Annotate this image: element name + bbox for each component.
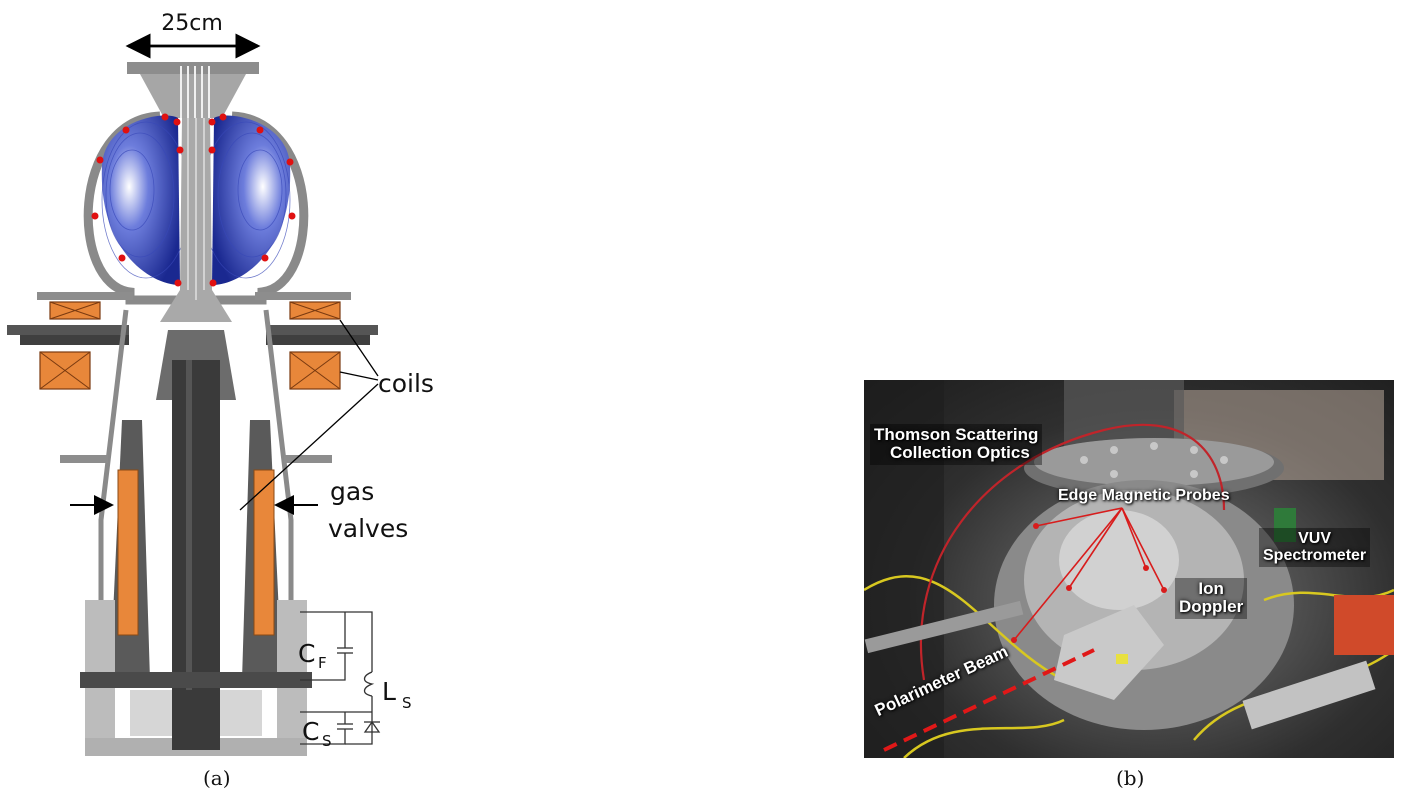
cf-subscript: F <box>318 654 327 672</box>
bottom-frame-right <box>277 600 307 740</box>
label-vuv-line-1: VUV <box>1298 530 1332 547</box>
winding-right <box>253 469 275 636</box>
coil-pointer-3 <box>239 383 379 511</box>
experiment-photo: Thomson Scattering Collection Optics Edg… <box>864 380 1394 758</box>
ls-subscript: S <box>402 694 412 712</box>
cf-label: C <box>298 639 315 668</box>
caption-a: (a) <box>203 766 231 790</box>
plate-right-3 <box>266 335 370 345</box>
label-ion-doppler: Ion Doppler <box>1175 578 1248 619</box>
lower-wall-left <box>98 309 129 600</box>
coil-pointer-2 <box>339 371 379 381</box>
label-ion-line-2: Doppler <box>1179 597 1244 617</box>
cs-subscript: S <box>322 732 332 750</box>
panel-a-diagram: 25cm <box>0 0 470 760</box>
plate-left-1 <box>37 292 133 300</box>
polarimeter-beam-line <box>883 648 1095 752</box>
plasma-right <box>212 115 291 285</box>
cs-label: C <box>302 717 319 746</box>
gas-valves-label-1: gas <box>330 477 374 506</box>
plate-left-2 <box>7 325 129 335</box>
label-thomson-line-1: Thomson Scattering <box>874 425 1039 444</box>
label-thomson-line-2: Collection Optics <box>890 443 1030 463</box>
ls-label: L <box>382 677 396 706</box>
label-edge-magnetic-probes: Edge Magnetic Probes <box>1058 487 1230 504</box>
gas-valves-label-2: valves <box>328 514 408 543</box>
coils-label: coils <box>378 369 434 398</box>
label-thomson-scattering: Thomson Scattering Collection Optics <box>870 424 1043 465</box>
top-neck <box>140 74 246 118</box>
photo-scene <box>864 380 1394 758</box>
winding-left <box>117 469 139 636</box>
bottom-flange <box>80 672 312 688</box>
plate-right-2 <box>266 325 378 335</box>
lower-wall-right <box>263 309 294 600</box>
label-vuv-spectrometer: VUV Spectrometer <box>1259 528 1371 567</box>
device-cross-section: 25cm <box>7 11 434 756</box>
circuit <box>300 611 381 745</box>
dimension-label: 25cm <box>161 11 223 36</box>
plate-left-3 <box>20 335 129 345</box>
caption-b: (b) <box>1116 766 1145 790</box>
probe-markers <box>91 113 296 287</box>
label-vuv-line-2: Spectrometer <box>1263 547 1367 565</box>
label-ion-line-1: Ion <box>1198 579 1224 598</box>
coil-pointer-1 <box>339 319 379 377</box>
plate-right-1 <box>255 292 351 300</box>
bottom-frame-left <box>85 600 115 740</box>
plasma-left <box>101 115 180 285</box>
top-flange <box>127 62 259 74</box>
